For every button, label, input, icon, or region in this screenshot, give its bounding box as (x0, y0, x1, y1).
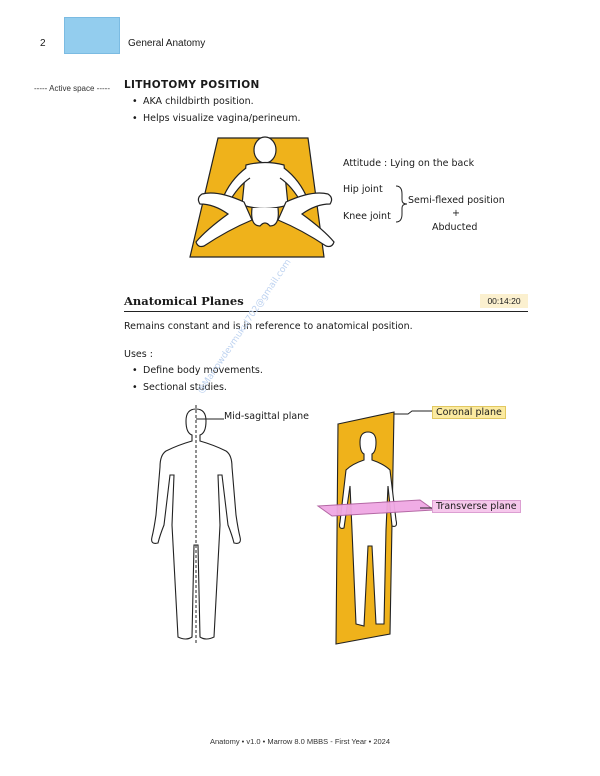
uses-bullet-2: Sectional studies. (132, 382, 227, 393)
planes-heading: Anatomical Planes (124, 294, 244, 308)
lithotomy-bullet-2: Helps visualize vagina/perineum. (132, 113, 301, 124)
active-space-label: ----- Active space ----- (34, 84, 110, 93)
plus-sign: + (452, 208, 460, 219)
hip-joint-label: Hip joint (343, 184, 383, 195)
chapter-tab (64, 17, 120, 54)
page-footer: Anatomy • v1.0 • Marrow 8.0 MBBS - First… (209, 737, 391, 746)
abducted-label: Abducted (432, 222, 478, 233)
knee-joint-label: Knee joint (343, 211, 391, 222)
lithotomy-illustration (189, 136, 335, 258)
semi-flexed-label: Semi-flexed position (408, 195, 505, 206)
uses-label: Uses : (124, 349, 153, 360)
lithotomy-heading: LITHOTOMY POSITION (124, 79, 260, 91)
coronal-transverse-illustration (316, 411, 436, 645)
lithotomy-bullet-1: AKA childbirth position. (132, 96, 254, 107)
mid-sagittal-illustration (151, 405, 241, 643)
transverse-pointer (420, 507, 434, 509)
video-timestamp[interactable]: 00:14:20 (480, 294, 528, 308)
chapter-title: General Anatomy (128, 38, 206, 49)
attitude-note: Attitude : Lying on the back (343, 158, 475, 169)
joint-brace (395, 185, 408, 223)
uses-bullet-1: Define body movements. (132, 365, 263, 376)
coronal-pointer (394, 410, 434, 415)
mid-sagittal-pointer (196, 418, 224, 420)
planes-intro: Remains constant and is in reference to … (124, 321, 413, 332)
transverse-plane-label: Transverse plane (432, 500, 521, 513)
section-divider (124, 293, 528, 312)
coronal-plane-label: Coronal plane (432, 406, 506, 419)
page-number: 2 (40, 38, 46, 49)
mid-sagittal-label: Mid-sagittal plane (224, 411, 310, 422)
